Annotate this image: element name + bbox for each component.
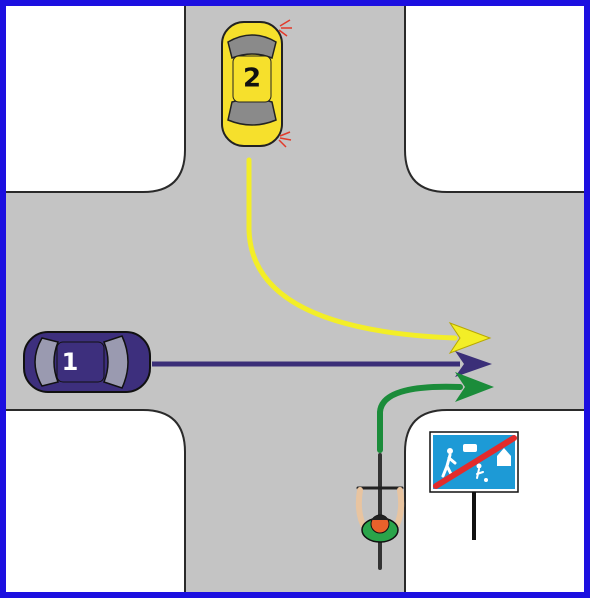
car1-number: 1 (62, 348, 79, 376)
car2-windshield (228, 99, 276, 125)
car-2: 2 (222, 20, 292, 147)
sign-pedestrian-icon (447, 448, 453, 454)
car1-rear-window (35, 338, 58, 386)
car2-number: 2 (243, 64, 261, 94)
car1-windshield (104, 336, 128, 388)
sign-car-icon (463, 444, 477, 452)
car-1: 1 (24, 332, 150, 392)
sign-ball-icon (484, 478, 488, 482)
car2-rear-window (228, 35, 276, 58)
sign-child-icon (477, 464, 482, 469)
